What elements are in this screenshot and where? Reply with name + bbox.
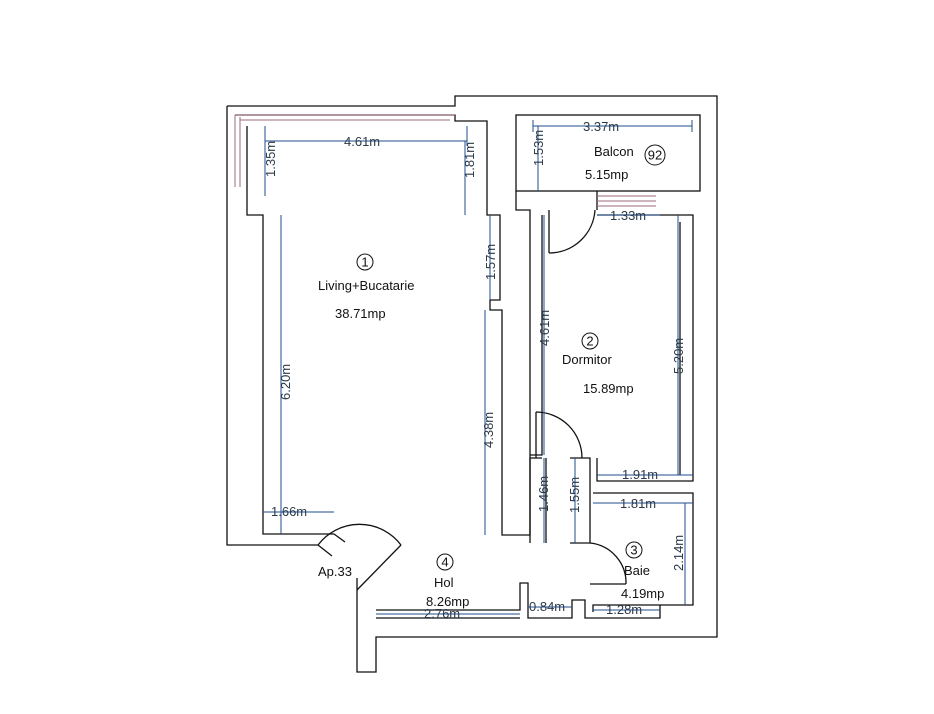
dim-dormitor-right: 5.20m [671,338,686,374]
dim-living-left-height: 6.20m [278,364,293,400]
room-number-living: 1 [361,255,368,270]
room-area-dormitor: 15.89mp [583,381,634,396]
bathroom-walls [545,457,694,612]
room-hol: 4 Hol 8.26mp [426,553,469,609]
room-number-balcon: 92 [648,148,662,163]
dim-balcon-width: 3.37m [583,119,619,134]
dim-living-corner-left: 1.35m [263,141,278,177]
room-number-dormitor: 2 [586,334,593,349]
dim-living-right-mid: 1.57m [483,244,498,280]
room-name-hol: Hol [434,575,454,590]
hall-walls [376,582,661,619]
dimension-lines [263,120,693,615]
dim-baie-top: 1.81m [620,496,656,511]
dim-living-bottom-left: 1.66m [271,504,307,519]
dim-living-right-top: 1.81m [462,142,477,178]
entrance-label: Ap.33 [318,564,352,579]
dim-hol-bottom-short: 0.84m [529,599,565,614]
dim-dormitor-bottom: 1.91m [622,467,658,482]
outer-walls [226,95,718,673]
room-balcon: 92 Balcon 5.15mp [585,144,666,182]
dim-hol-left-upper: 1.46m [536,476,551,512]
room-name-balcon: Balcon [594,144,634,159]
room-dormitor: 2 Dormitor 15.89mp [562,332,634,396]
room-area-living: 38.71mp [335,306,386,321]
room-number-hol: 4 [441,555,448,570]
dim-living-width-top: 4.61m [344,134,380,149]
room-area-hol: 8.26mp [426,594,469,609]
bedroom-walls [529,214,694,543]
dimension-texts: 4.61m 1.35m 1.81m 1.57m 4.38m 6.20m 1.66… [263,119,686,621]
dim-dormitor-left: 4.61m [537,310,552,346]
balcony-walls [515,114,701,455]
room-baie: 3 Baie 4.19mp [621,541,664,601]
room-name-baie: Baie [624,563,650,578]
room-name-dormitor: Dormitor [562,352,613,367]
room-living: 1 Living+Bucatarie 38.71mp [318,253,414,321]
dim-balcon-depth: 1.53m [531,130,546,166]
dim-hol-bottom-long: 2.76m [424,606,460,621]
dim-dormitor-top: 1.33m [610,208,646,223]
room-name-living: Living+Bucatarie [318,278,414,293]
dim-living-right-low: 4.38m [481,412,496,448]
corner-trim [234,114,455,187]
room-area-baie: 4.19mp [621,586,664,601]
room-area-balcon: 5.15mp [585,167,628,182]
room-number-baie: 3 [630,543,637,558]
dim-baie-right: 2.14m [671,535,686,571]
dim-baie-bottom: 1.28m [606,602,642,617]
dim-hol-right-upper: 1.55m [567,477,582,513]
